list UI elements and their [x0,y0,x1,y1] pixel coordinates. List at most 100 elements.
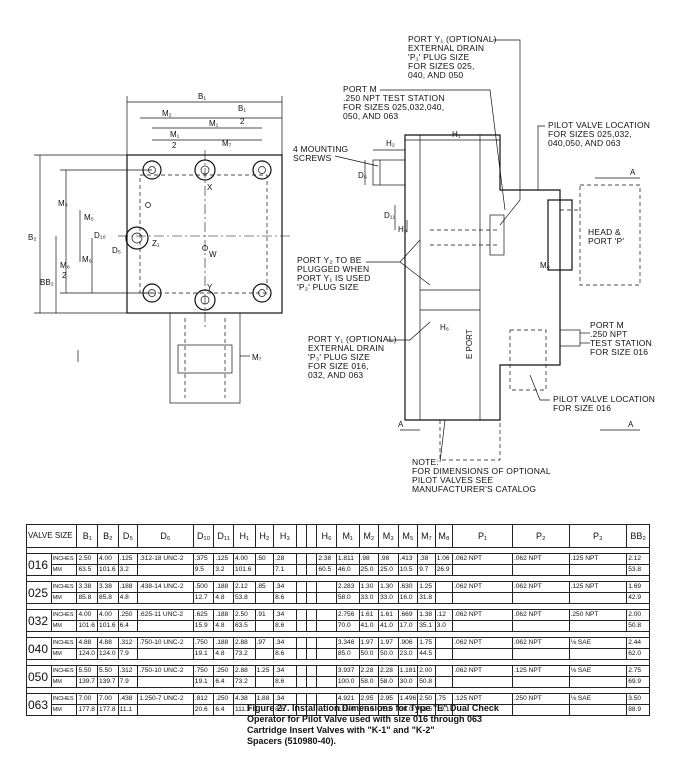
table-cell: 25.0 [378,564,399,576]
table-cell: 35.1 [417,620,436,632]
table-cell [306,620,318,632]
table-cell [137,676,194,688]
dim-m7-bottom-label: M₇ [252,353,262,362]
table-cell: 50.8 [626,620,650,632]
table-cell: .34 [273,609,297,621]
column-header: P₁ [452,524,513,548]
table-cell: .062 NPT [511,581,570,593]
table-cell: 125.0 [335,704,360,716]
table-cell [306,648,318,660]
table-cell: 1.25 [417,581,436,593]
table-cell: .312 [117,665,139,677]
valve-size-cell: 040 [26,637,52,660]
table-cell: 50.0 [358,648,380,660]
table-cell: .062 NPT [452,553,513,565]
table-cell: 1.61 [358,609,380,621]
table-cell: 85.0 [335,648,360,660]
table-cell: .812 [192,693,215,705]
table-cell: 53.8 [232,592,256,604]
table-cell [452,648,513,660]
table-cell: 2.88 [232,637,256,649]
table-cell: .98 [378,553,399,565]
table-cell: 19.1 [192,648,215,660]
table-cell [316,592,337,604]
table-cell: 1.97 [378,637,399,649]
table-cell: 8.6 [273,676,297,688]
table-cell: 70.0 [335,620,360,632]
table-cell [295,592,308,604]
svg-text:HEAD &PORT 'P': HEAD &PORT 'P' [588,227,624,246]
table-cell [295,581,308,593]
table-cell: .375 [192,553,215,565]
table-cell: 139.7 [76,676,99,688]
table-cell: 9.5 [192,564,215,576]
table-cell: .630 [397,581,419,593]
port-z1-label: Z₁ [152,239,160,248]
unit-cell: MM [50,648,78,660]
table-cell: .98 [358,553,380,565]
table-cell: .250 [117,609,139,621]
table-cell: 1.811 [335,553,360,565]
table-cell: 73.2 [232,648,256,660]
table-cell: 1.30 [358,581,380,593]
caption-line: Operator for Pilot Valve used with size … [247,714,483,724]
unit-cell: MM [50,564,78,576]
table-cell: .312-18 UNC-2 [137,553,194,565]
table-cell [316,665,337,677]
table-cell: 2.756 [335,609,360,621]
table-cell: 177.8 [76,704,99,716]
mounting-screw [252,283,272,303]
table-cell: 58.0 [378,676,399,688]
table-cell: .188 [213,609,234,621]
table-cell: 88.9 [626,704,650,716]
table-cell: .85 [254,581,275,593]
dim-m5-label: M₅ [84,213,94,222]
table-cell: 8.6 [273,592,297,604]
table-cell: 4.00 [97,553,119,565]
table-cell [295,553,308,565]
table-cell [452,620,513,632]
table-cell: 177.8 [97,704,119,716]
column-header: M₃ [378,524,399,548]
column-header: D₆ [137,524,194,548]
table-cell: 42.9 [626,592,650,604]
column-header: D₁₀ [192,524,215,548]
table-cell: 7.9 [117,648,139,660]
column-header: P₃ [568,524,628,548]
table-cell: 33.0 [358,592,380,604]
section-a-bottom-right: A [628,420,634,429]
unit-cell: INCHES [50,637,78,649]
table-cell: 5.50 [76,665,99,677]
table-cell [452,676,513,688]
table-cell [316,609,337,621]
port-z1 [125,226,149,250]
table-cell: 1.69 [626,581,650,593]
table-cell: 41.0 [378,620,399,632]
table-cell: 2.50 [232,609,256,621]
table-cell: 62.0 [626,648,650,660]
column-header: H₁ [232,524,256,548]
table-cell: 10.5 [397,564,419,576]
valve-size-cell: 032 [26,609,52,632]
table-cell [568,564,628,576]
column-header: H₂ [254,524,275,548]
table-cell: 7.00 [76,693,99,705]
table-cell: .38 [417,553,436,565]
table-cell [511,592,570,604]
table-cell: .125 NPT [568,581,628,593]
table-cell: .625 [192,609,215,621]
table-cell [434,637,454,649]
table-cell: 4.00 [232,553,256,565]
table-cell: 53.8 [626,564,650,576]
table-cell [306,592,318,604]
column-header: VALVE SIZE [25,524,78,548]
table-cell: 3.2 [213,564,234,576]
